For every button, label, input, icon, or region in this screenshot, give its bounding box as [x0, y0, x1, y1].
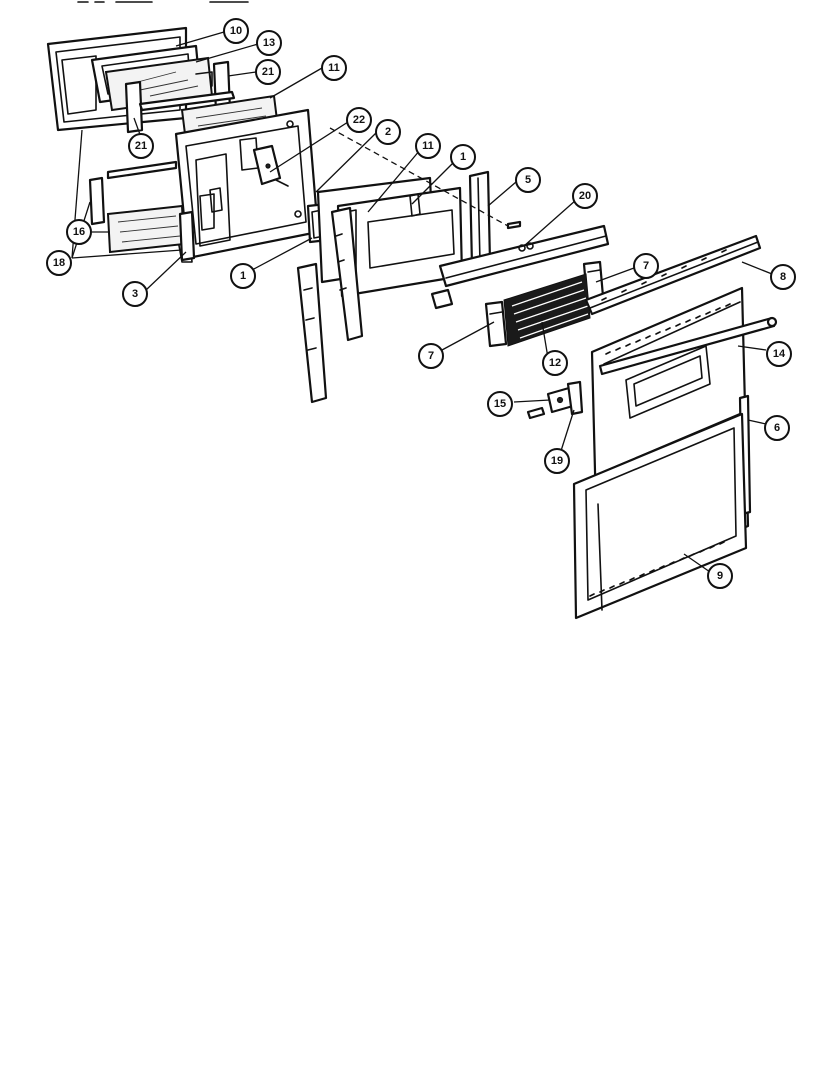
- hinge-bracket: [252, 144, 289, 187]
- assembly-alignment-line: [329, 127, 509, 227]
- callout-22-label: 22: [353, 114, 365, 126]
- callout-21-lower: 21: [128, 133, 154, 159]
- callout-15-label: 15: [494, 398, 506, 410]
- callout-21-upper: 21: [255, 59, 281, 85]
- door-bottom-frame: [572, 412, 748, 620]
- callout-8: 8: [770, 264, 796, 290]
- callout-6: 6: [764, 415, 790, 441]
- callout-19: 19: [544, 448, 570, 474]
- callout-11-upper: 11: [321, 55, 347, 81]
- callout-20: 20: [572, 183, 598, 209]
- glass-channel-strip: [106, 160, 178, 180]
- callout-16-label: 16: [73, 226, 85, 238]
- callout-21-upper-label: 21: [262, 66, 274, 78]
- callout-1-upper-label: 1: [460, 151, 466, 163]
- callout-10-label: 10: [230, 25, 242, 37]
- callout-5: 5: [515, 167, 541, 193]
- callout-18-label: 18: [53, 257, 65, 269]
- callout-1-lower-label: 1: [240, 270, 246, 282]
- hinge-clip-left: [178, 210, 196, 262]
- callout-2: 2: [375, 119, 401, 145]
- callout-9: 9: [707, 563, 733, 589]
- callout-1-lower: 1: [230, 263, 256, 289]
- leader-lines: [71, 31, 773, 573]
- vertical-channel: [468, 170, 492, 268]
- callout-8-label: 8: [780, 271, 786, 283]
- callout-5-label: 5: [525, 174, 531, 186]
- vent-grille: [503, 273, 591, 347]
- callout-7-right: 7: [633, 253, 659, 279]
- callout-7-left-label: 7: [428, 350, 434, 362]
- door-baffle: [330, 206, 364, 342]
- door-latch: [526, 380, 584, 420]
- callout-20-label: 20: [579, 190, 591, 202]
- callout-15: 15: [487, 391, 513, 417]
- callout-18: 18: [46, 250, 72, 276]
- callout-19-label: 19: [551, 455, 563, 467]
- handle-end-cap-left: [484, 300, 508, 348]
- callout-11-middle: 11: [415, 133, 441, 159]
- callout-22: 22: [346, 107, 372, 133]
- callout-3-label: 3: [132, 288, 138, 300]
- handle-rod: [598, 316, 778, 376]
- callout-14: 14: [766, 341, 792, 367]
- glass-pane-lower: [88, 176, 186, 254]
- callout-21-lower-label: 21: [135, 140, 147, 152]
- glass-bracket-lower: [124, 80, 144, 134]
- callout-10: 10: [223, 18, 249, 44]
- callout-3: 3: [122, 281, 148, 307]
- callout-13-label: 13: [263, 37, 275, 49]
- callout-2-label: 2: [385, 126, 391, 138]
- callout-7-right-label: 7: [643, 260, 649, 272]
- screw: [506, 220, 522, 230]
- callout-12: 12: [542, 350, 568, 376]
- callout-11-upper-label: 11: [328, 62, 340, 74]
- handle-bar-left: [296, 262, 328, 404]
- callout-11-middle-label: 11: [422, 140, 434, 152]
- callout-6-label: 6: [774, 422, 780, 434]
- glass-seal-strip: [138, 90, 236, 112]
- callout-7-left: 7: [418, 343, 444, 369]
- callout-12-label: 12: [549, 357, 561, 369]
- callout-13: 13: [256, 30, 282, 56]
- inner-door-panel: [174, 108, 320, 263]
- callout-9-label: 9: [717, 570, 723, 582]
- callout-14-label: 14: [773, 348, 786, 360]
- door-top-trim: [584, 234, 762, 316]
- callout-16: 16: [66, 219, 92, 245]
- callout-1-upper: 1: [450, 144, 476, 170]
- door-trim-rail: [430, 224, 610, 310]
